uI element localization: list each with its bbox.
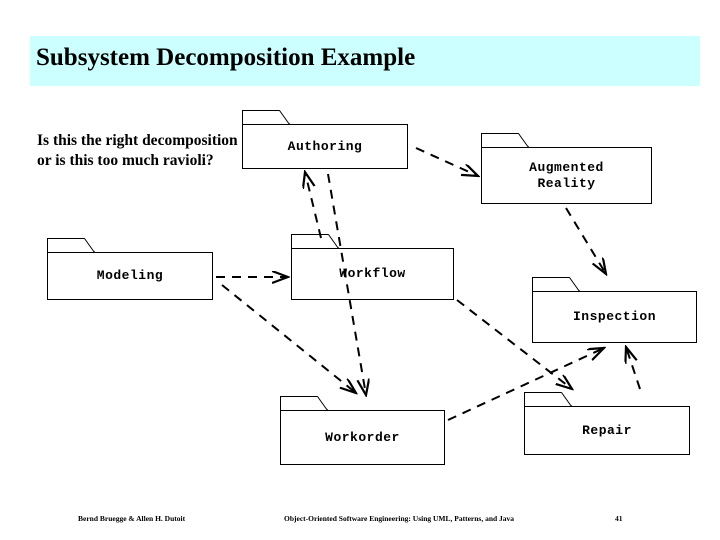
title-banner [30, 36, 700, 86]
subsystem-body: Augmented Reality [481, 147, 652, 204]
folder-tab-icon [47, 238, 95, 252]
edge-workflow-authoring [305, 172, 322, 239]
question-text: Is this the right decomposition or is th… [37, 132, 238, 169]
footer-authors: Bernd Bruegge & Allen H. Dutoit [78, 514, 186, 523]
subsystem-modeling[interactable]: Modeling [47, 238, 213, 300]
subsystem-authoring[interactable]: Authoring [242, 110, 408, 169]
folder-tab-icon [532, 277, 580, 291]
subsystem-label: Augmented Reality [529, 159, 604, 191]
folder-tab-icon [481, 133, 529, 147]
folder-tab-icon [242, 110, 290, 124]
subsystem-label: Authoring [287, 138, 363, 154]
subsystem-label: Workorder [325, 429, 400, 445]
folder-tab-icon [291, 234, 339, 248]
subsystem-workorder[interactable]: Workorder [280, 396, 445, 465]
subsystem-body: Workflow [291, 248, 454, 300]
subsystem-repair[interactable]: Repair [524, 392, 690, 455]
footer-book-title: Object-Oriented Software Engineering: Us… [284, 514, 515, 523]
subsystem-label: Repair [582, 422, 632, 438]
edge-modeling-workorder [221, 284, 356, 393]
edge-authoring-augmented [415, 147, 478, 176]
subsystem-body: Authoring [242, 124, 408, 169]
subsystem-body: Modeling [47, 252, 213, 300]
subsystem-augmented-reality[interactable]: Augmented Reality [481, 133, 652, 204]
subsystem-body: Repair [524, 406, 690, 455]
subsystem-body: Workorder [280, 410, 445, 465]
edge-repair-inspection [626, 347, 641, 390]
subsystem-inspection[interactable]: Inspection [532, 277, 697, 343]
folder-tab-icon [524, 392, 572, 406]
page-title: Subsystem Decomposition Example [36, 44, 416, 71]
subsystem-label: Inspection [572, 309, 656, 324]
footer-page-number: 41 [615, 514, 623, 523]
subsystem-body: Inspection [532, 291, 697, 343]
folder-tab-icon [280, 396, 328, 410]
edge-augmented-inspection [565, 207, 606, 274]
subsystem-label: Modeling [96, 268, 164, 283]
subsystem-label: Workflow [339, 266, 406, 281]
subsystem-workflow[interactable]: Workflow [291, 234, 454, 300]
